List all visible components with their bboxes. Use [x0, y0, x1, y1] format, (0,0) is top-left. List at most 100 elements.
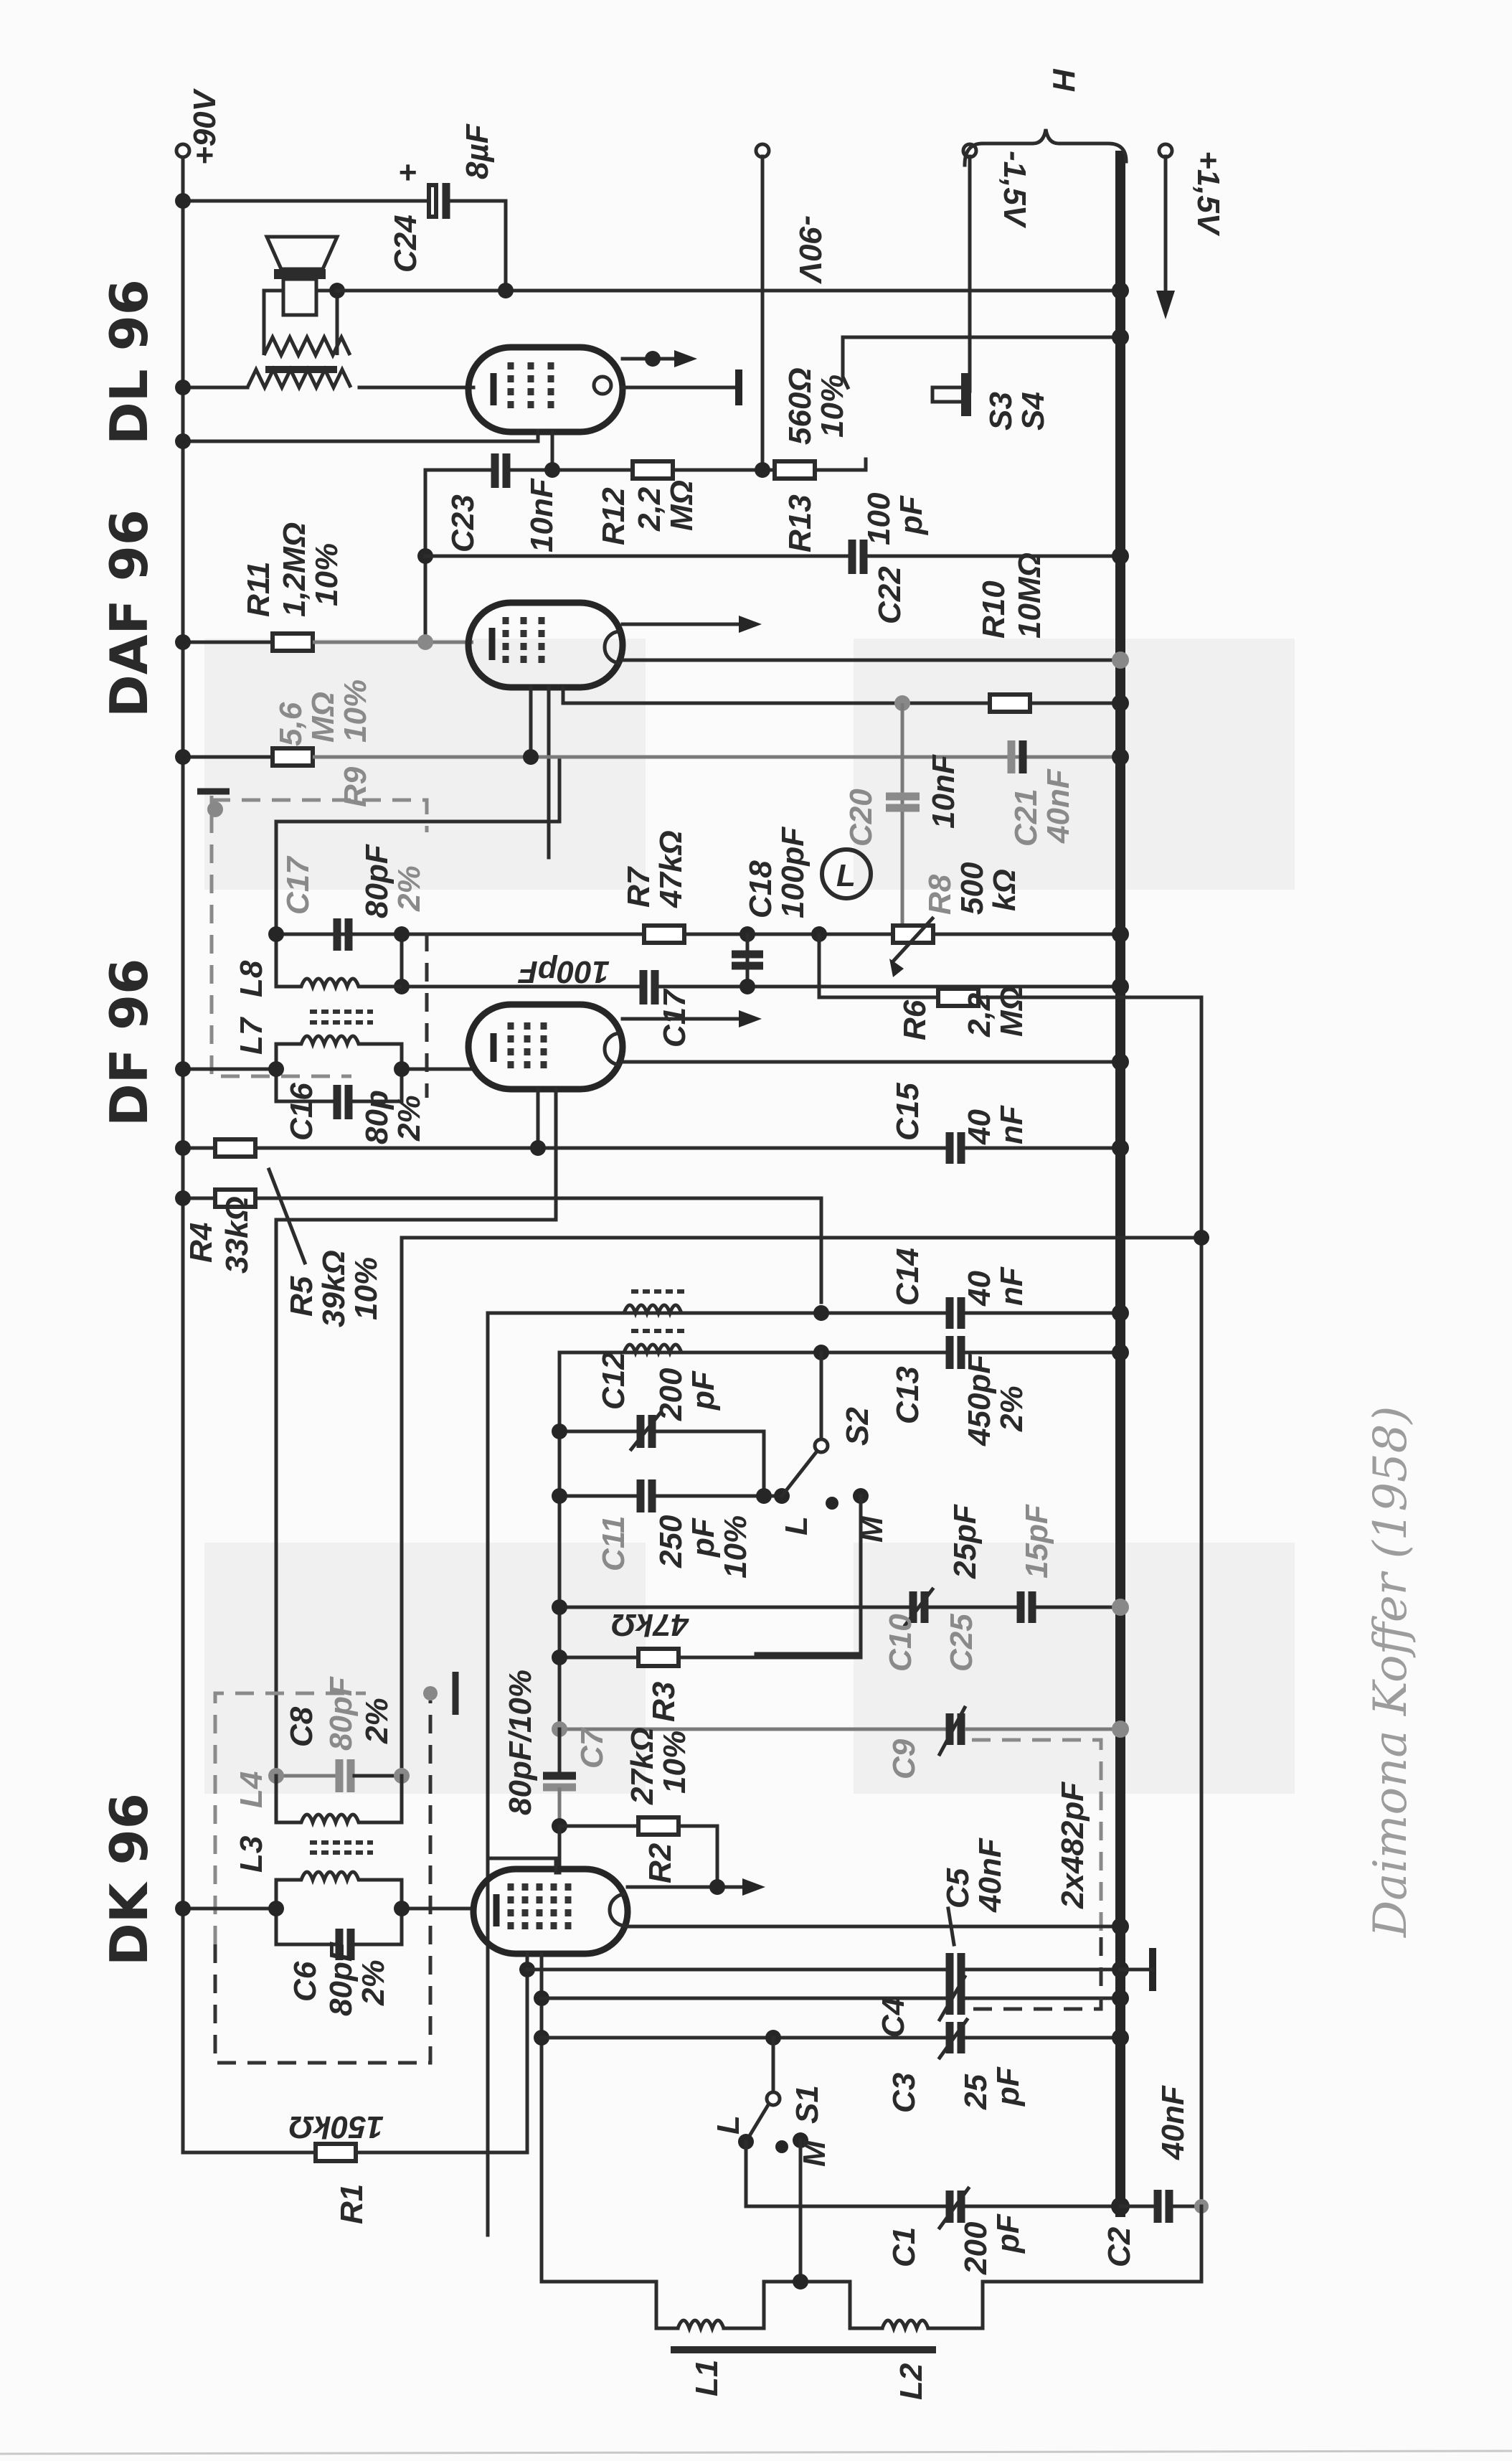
plus90v-terminal: [174, 142, 192, 159]
c1-trim-arrow: [937, 2185, 971, 2231]
node: [740, 979, 755, 994]
node: [268, 1901, 284, 1916]
c16-ref: C16: [284, 1083, 319, 1141]
plus90v-label: +90V: [187, 88, 222, 165]
r5-ref: R5: [284, 1276, 319, 1317]
c10-ref: C10: [883, 1614, 918, 1672]
c4-ref: C4: [876, 1997, 911, 2038]
c5-ref: C5: [940, 1868, 975, 1909]
r2-tol: 10%: [657, 1731, 692, 1794]
c15-ref: C15: [890, 1083, 925, 1141]
l8-ref: L8: [234, 960, 269, 997]
r12-ref: R12: [596, 487, 631, 545]
node: [175, 1901, 191, 1916]
l7-coil-icon: [276, 1034, 402, 1050]
gang-link-upper: [972, 1738, 1103, 1937]
l8-coil-icon: [276, 977, 402, 992]
node: [417, 634, 433, 650]
s4-ref: S4: [1016, 392, 1051, 430]
c23-ref: C23: [445, 494, 481, 552]
r9-value: 5,6: [273, 702, 308, 746]
c14-value: 40: [962, 1271, 997, 1307]
node: [1112, 651, 1129, 669]
antenna-wiring: [539, 2258, 680, 2330]
c18-value: 100pF: [775, 827, 811, 918]
node: [175, 193, 191, 209]
s1-m-label: M: [797, 2140, 832, 2167]
c3-value: 25: [958, 2074, 993, 2110]
c25-ref: C25: [944, 1614, 979, 1672]
df96-output-arrow-icon: [739, 1010, 762, 1027]
r8-ref: R8: [922, 874, 958, 915]
c8-tol: 2%: [359, 1698, 394, 1744]
loudness-marker-icon: L: [820, 847, 873, 900]
r7-ref: R7: [621, 865, 656, 908]
tube-label-daf96: DAF 96: [99, 509, 159, 717]
tube-dl96-symbol: [465, 344, 626, 436]
r11-resistor-icon: [270, 631, 315, 653]
c7-value: 80pF/10%: [503, 1670, 538, 1815]
node: [423, 1686, 438, 1700]
output-transformer-primary: [245, 365, 353, 392]
r5-leader: [266, 1167, 308, 1266]
node: [1112, 1139, 1129, 1157]
tube-dk96-symbol: [470, 1865, 631, 1957]
c14-unit: nF: [994, 1266, 1029, 1306]
r8-wiper-arrow-icon: [889, 959, 904, 977]
r10-ref: R10: [976, 580, 1011, 639]
c11-value: 250: [653, 1515, 689, 1568]
node: [1112, 695, 1129, 712]
c13-tol: 2%: [994, 1385, 1029, 1432]
c18-ref: C18: [743, 860, 778, 918]
r8-unit: kΩ: [987, 869, 1022, 911]
node: [498, 283, 514, 298]
node: [552, 1599, 567, 1615]
r10-resistor-icon: [988, 692, 1032, 714]
tube-label-df96: DF 96: [99, 959, 159, 1126]
c23-value: 10nF: [524, 478, 559, 552]
node: [175, 1140, 191, 1156]
c12-trim-arrow: [628, 1411, 663, 1452]
node: [755, 462, 770, 478]
c13-ref: C13: [890, 1366, 925, 1424]
r11-ref: R11: [241, 562, 276, 617]
c15-value: 40: [962, 1109, 997, 1145]
r11-value: 1,2MΩ: [277, 522, 312, 617]
node: [813, 1305, 829, 1321]
r3-resistor-icon: [636, 1647, 681, 1668]
r6-ref: R6: [897, 999, 932, 1040]
r9-unit: MΩ: [306, 692, 341, 743]
c9-ref: C9: [887, 1738, 922, 1779]
c22-ref: C22: [872, 566, 907, 624]
l4-coil-icon: [276, 1812, 402, 1828]
node: [544, 462, 560, 478]
c16-tol: 2%: [392, 1095, 427, 1142]
dk96-output-arrow-icon: [742, 1878, 765, 1896]
c17a-value: 80pF: [359, 844, 394, 918]
handwritten-model-note: Daimona Koffer (1958): [1364, 1406, 1417, 1938]
node: [207, 801, 223, 817]
l2-return: [926, 2204, 1204, 2330]
r11-tol: 10%: [309, 543, 344, 606]
c1-value: 200: [958, 2221, 993, 2275]
node: [1112, 1990, 1129, 2007]
r1-value: 150kΩ: [289, 2109, 384, 2145]
s2-m-label: M: [854, 1515, 889, 1543]
plus1-5v-label: +1,5V: [1191, 151, 1226, 237]
l2-ref: L2: [894, 2363, 929, 2400]
node: [1112, 282, 1129, 299]
node: [175, 433, 191, 449]
node: [1112, 1721, 1129, 1738]
c7-ref: C7: [575, 1726, 610, 1769]
osc-coil-lower-icon: [622, 1342, 684, 1358]
r13-tol: 10%: [815, 375, 850, 438]
c5-value: 40nF: [973, 1837, 1008, 1913]
r12-value: 2,2: [632, 486, 667, 532]
c8-ref: C8: [284, 1706, 319, 1747]
node: [552, 1488, 567, 1504]
osc-can-shield: [213, 1691, 366, 1944]
s3-s4-switch-icon[interactable]: [841, 335, 972, 416]
c2-value: 40nF: [1156, 2085, 1191, 2160]
c20-ref: C20: [844, 789, 879, 847]
c21-ref: C21: [1008, 789, 1044, 847]
